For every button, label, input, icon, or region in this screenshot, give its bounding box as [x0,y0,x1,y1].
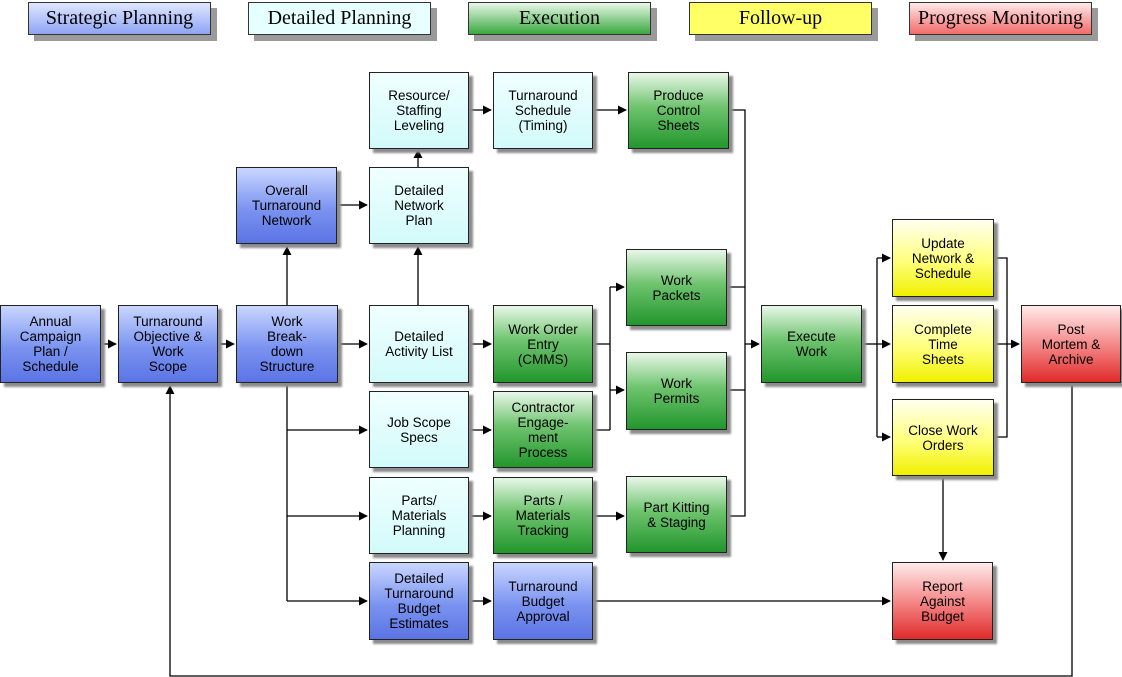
node-detailed-activity-list: Detailed Activity List [369,305,469,383]
node-budget-approval: Turnaround Budget Approval [493,562,593,640]
node-work-breakdown-structure: Work Break- down Structure [236,305,338,383]
node-post-mortem-archive: Post Mortem & Archive [1021,305,1121,383]
legend-strategic-planning: Strategic Planning [28,2,211,35]
node-close-work-orders: Close Work Orders [892,399,994,476]
node-annual-campaign-plan: Annual Campaign Plan / Schedule [0,305,101,383]
legend-detailed-planning: Detailed Planning [248,2,431,35]
node-complete-time-sheets: Complete Time Sheets [892,305,994,383]
arrow-feedback-loop [165,383,1073,677]
node-budget-estimates: Detailed Turnaround Budget Estimates [369,562,469,640]
line-followup-merge [994,257,1008,438]
node-turnaround-objective: Turnaround Objective & Work Scope [118,305,218,383]
node-work-permits: Work Permits [626,352,727,430]
node-parts-materials-planning: Parts/ Materials Planning [369,477,469,554]
node-part-kitting-staging: Part Kitting & Staging [626,476,727,553]
legend-progress-monitoring: Progress Monitoring [909,2,1092,35]
node-resource-leveling: Resource/ Staffing Leveling [369,72,469,149]
node-work-order-entry: Work Order Entry (CMMS) [493,305,593,383]
node-contractor-engagement: Contractor Engage- ment Process [493,391,593,468]
node-report-against-budget: Report Against Budget [892,562,993,640]
node-detailed-network-plan: Detailed Network Plan [369,167,469,244]
node-parts-materials-tracking: Parts / Materials Tracking [493,477,593,554]
legend-execution: Execution [468,2,651,35]
line-control-sheets-trunk [727,109,746,517]
node-work-packets: Work Packets [626,249,727,326]
node-overall-turnaround-network: Overall Turnaround Network [236,167,337,244]
node-update-network-schedule: Update Network & Schedule [892,219,994,297]
node-execute-work: Execute Work [761,305,862,383]
node-job-scope-specs: Job Scope Specs [369,391,469,468]
legend-follow-up: Follow-up [689,2,872,35]
node-produce-control-sheets: Produce Control Sheets [628,72,729,149]
node-turnaround-schedule: Turnaround Schedule (Timing) [493,72,593,149]
